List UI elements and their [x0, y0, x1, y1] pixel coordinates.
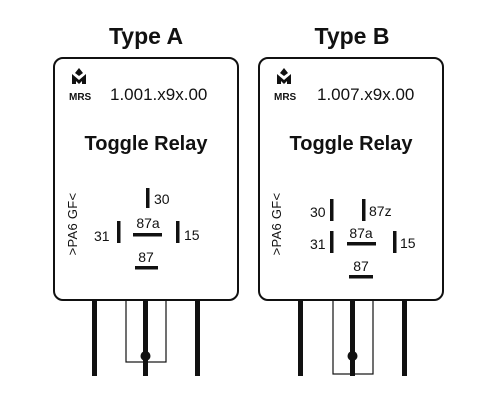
pin-30-mark [330, 199, 334, 221]
relay-type-b: Type B MRS 1.007.x9x.00 Toggle Relay >PA… [258, 23, 444, 376]
pin-87-label: 87 [138, 249, 154, 265]
relay-terminals [92, 299, 200, 376]
pin-30-label: 30 [154, 191, 170, 207]
pin-87-mark [349, 275, 373, 279]
model-number: 1.001.x9x.00 [110, 85, 207, 104]
brand-logo-text: MRS [274, 92, 297, 103]
pin-87-mark [135, 266, 158, 270]
pin-31-label: 31 [310, 236, 326, 252]
terminal-right [402, 300, 407, 376]
pin-15-label: 15 [400, 235, 416, 251]
pin-87z-label: 87z [369, 203, 392, 219]
pin-87a-mark [347, 242, 376, 246]
brand-logo-text: MRS [69, 92, 92, 103]
relay-terminals [298, 299, 407, 376]
mrs-logo-icon [72, 68, 86, 84]
terminal-center [350, 300, 355, 376]
pin-87a-mark [133, 233, 162, 237]
terminal-junction-dot [140, 351, 151, 361]
pin-15-label: 15 [184, 227, 200, 243]
terminal-right [195, 300, 200, 376]
pin-31-mark [330, 231, 334, 253]
pin-31-mark [117, 221, 121, 243]
material-label: >PA6 GF< [65, 193, 80, 256]
pin-15-mark [393, 231, 397, 253]
pin-87a-label: 87a [349, 225, 373, 241]
pin-87-label: 87 [353, 258, 369, 274]
pin-87z-mark [362, 199, 366, 221]
model-number: 1.007.x9x.00 [317, 85, 414, 104]
pin-15-mark [176, 221, 180, 243]
relay-name: Toggle Relay [85, 133, 209, 155]
relay-type-a: Type A MRS 1.001.x9x.00 Toggle Relay >PA… [53, 23, 239, 376]
pin-31-label: 31 [94, 228, 110, 244]
terminal-left [298, 300, 303, 376]
terminal-left [92, 300, 97, 376]
mrs-logo-icon [277, 68, 291, 84]
type-b-title: Type B [315, 23, 390, 49]
pin-30-label: 30 [310, 204, 326, 220]
terminal-junction-dot [347, 351, 358, 361]
pin-30-mark [146, 188, 150, 208]
pin-87a-label: 87a [136, 215, 160, 231]
terminal-center [143, 300, 148, 376]
type-a-title: Type A [109, 23, 183, 49]
material-label: >PA6 GF< [269, 193, 284, 256]
relay-name: Toggle Relay [290, 133, 414, 155]
